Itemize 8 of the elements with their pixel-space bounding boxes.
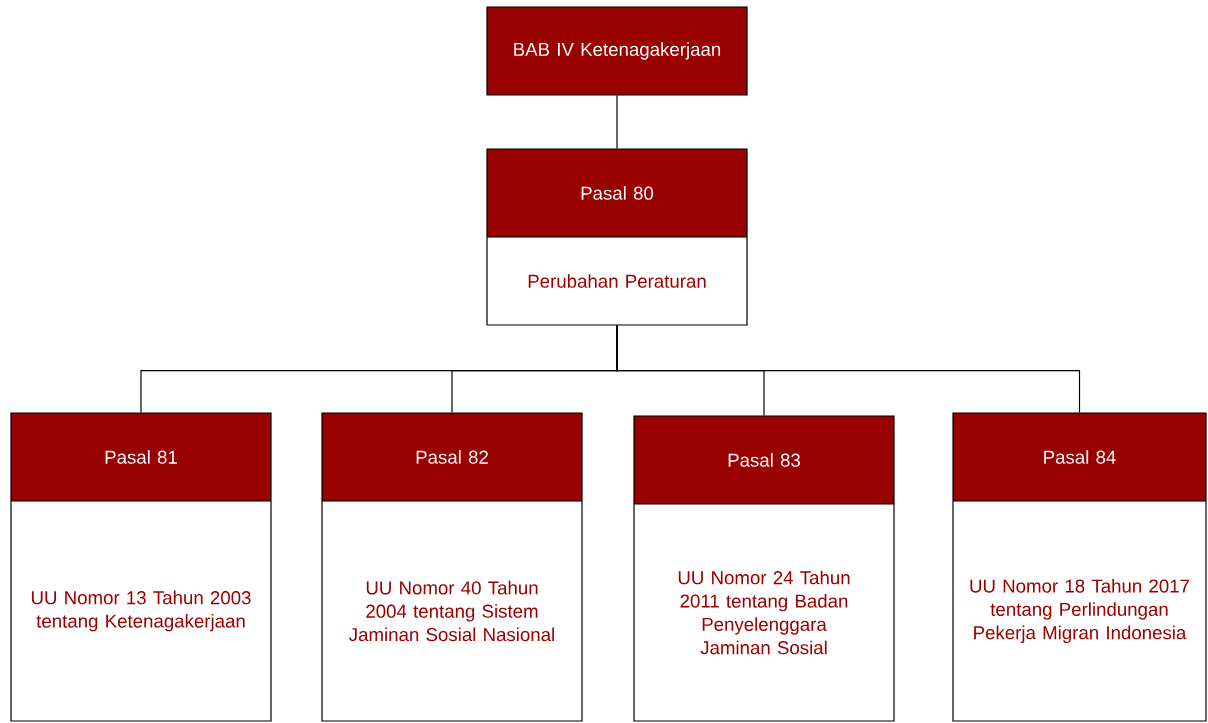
- connector-line: [616, 325, 1081, 413]
- section-box: Pasal 81 UU Nomor 13 Tahun 2003 tentang Ketenagakerjaan: [10, 412, 272, 722]
- section-box: Pasal 83 UU Nomor 24 Tahun 2011 tentang Badan Penyelenggara Jaminan Sosial: [633, 415, 895, 722]
- connector-line: [616, 95, 618, 149]
- section-box: Pasal 84 UU Nomor 18 Tahun 2017 tentang Perlindungan Pekerja Migran Indonesia: [952, 412, 1207, 722]
- section-box: Pasal 80 Perubahan Peraturan: [486, 148, 748, 326]
- section-box: Pasal 82 UU Nomor 40 Tahun 2004 tentang Sistem Jaminan Sosial Nasional: [321, 412, 583, 722]
- section-box: BAB IV Ketenagakerjaan: [486, 6, 748, 96]
